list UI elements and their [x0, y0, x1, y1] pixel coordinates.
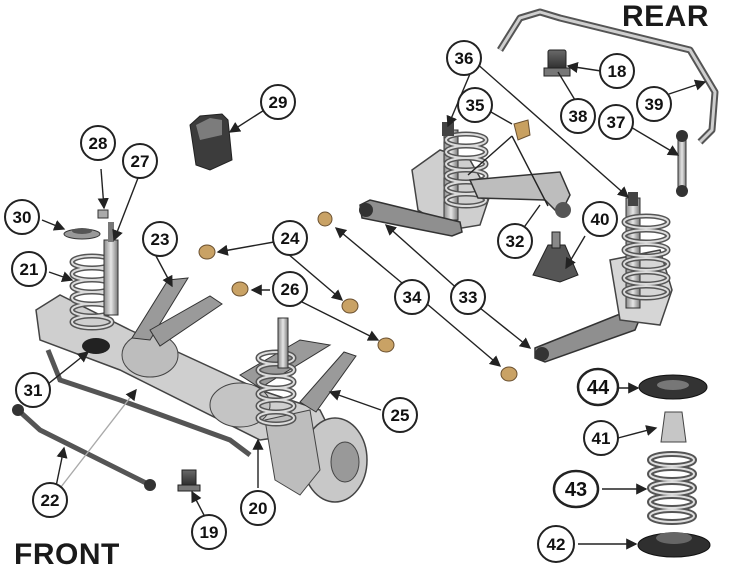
rear-sway-bar-link	[676, 130, 688, 197]
callout-27: 27	[122, 143, 158, 179]
bushing-34b	[500, 366, 518, 382]
svg-text:21: 21	[20, 260, 39, 279]
svg-text:42: 42	[547, 535, 566, 554]
callout-21: 21	[11, 251, 47, 287]
callout-19: 19	[191, 514, 227, 550]
front-track-bar	[12, 404, 156, 491]
callout-30: 30	[4, 199, 40, 235]
front-coil-spring-right	[255, 317, 297, 427]
svg-text:32: 32	[506, 232, 525, 251]
callout-41: 41	[583, 420, 619, 456]
upper-spring-isolator	[638, 374, 708, 400]
svg-text:35: 35	[466, 96, 485, 115]
front-knuckle-right	[264, 409, 321, 496]
callout-36: 36	[446, 40, 482, 76]
svg-text:24: 24	[281, 229, 300, 248]
front-upper-control-arm	[131, 277, 223, 347]
callout-37: 37	[598, 104, 634, 140]
front-rotor	[302, 417, 368, 503]
callout-28: 28	[80, 125, 116, 161]
svg-text:29: 29	[269, 93, 288, 112]
svg-text:38: 38	[569, 107, 588, 126]
lower-spring-isolator	[637, 532, 711, 558]
front-shock-left	[103, 222, 119, 316]
rear-lower-control-arm-left	[359, 199, 463, 237]
svg-text:26: 26	[281, 280, 300, 299]
callout-40: 40	[582, 201, 618, 237]
callout-35: 35	[457, 87, 493, 123]
front-sway-bar-bushing	[177, 469, 201, 492]
svg-text:39: 39	[645, 95, 664, 114]
svg-text:43: 43	[565, 479, 587, 501]
svg-text:44: 44	[587, 377, 610, 399]
rear-sway-bar	[497, 8, 719, 145]
svg-text:33: 33	[459, 288, 478, 307]
rear-sway-bar-bushing	[543, 49, 571, 77]
front-spring-seat	[82, 338, 110, 354]
spring-isolator-front	[63, 228, 101, 240]
callout-25: 25	[382, 397, 418, 433]
rear-bump-stop-mount	[532, 231, 579, 283]
svg-text:19: 19	[200, 523, 219, 542]
svg-text:22: 22	[41, 491, 60, 510]
callout-31: 31	[15, 372, 51, 408]
callout-44: 44	[576, 367, 620, 407]
callout-39: 39	[636, 86, 672, 122]
svg-text:36: 36	[455, 49, 474, 68]
svg-text:28: 28	[89, 134, 108, 153]
bump-stop-pad	[189, 113, 233, 171]
bushing-26b	[377, 337, 395, 353]
front-sway-bar	[45, 349, 252, 457]
callout-33: 33	[450, 279, 486, 315]
callout-32: 32	[497, 223, 533, 259]
callout-34: 34	[394, 279, 430, 315]
callout-22: 22	[32, 482, 68, 518]
callout-29: 29	[260, 84, 296, 120]
bushing-24a	[198, 244, 216, 260]
front-heading: FRONT	[14, 538, 120, 571]
callout-23: 23	[142, 221, 178, 257]
callout-42: 42	[537, 525, 575, 563]
callout-18: 18	[599, 53, 635, 89]
svg-text:41: 41	[592, 429, 611, 448]
rear-shock-top-left	[442, 122, 454, 136]
callout-20: 20	[240, 490, 276, 526]
svg-text:40: 40	[591, 210, 610, 229]
rear-coil-spring-right	[621, 192, 671, 309]
callout-26: 26	[272, 271, 308, 307]
rear-heading: REAR	[622, 0, 710, 33]
jounce-bumper	[660, 411, 687, 443]
svg-text:31: 31	[24, 381, 43, 400]
bushing-26a	[231, 281, 249, 297]
svg-text:27: 27	[131, 152, 150, 171]
svg-text:18: 18	[608, 62, 627, 81]
callout-38: 38	[560, 98, 596, 134]
bushing-24b	[341, 298, 359, 314]
bushing-34a	[317, 211, 333, 227]
coil-spring-kit	[647, 451, 697, 525]
svg-text:30: 30	[13, 208, 32, 227]
svg-text:25: 25	[391, 406, 410, 425]
rear-upper-control-arm	[468, 171, 571, 218]
svg-text:37: 37	[607, 113, 626, 132]
svg-text:20: 20	[249, 499, 268, 518]
svg-text:34: 34	[403, 288, 422, 307]
rear-control-arm-bushing	[513, 119, 531, 141]
shock-bushing-front	[97, 209, 109, 219]
callout-43: 43	[552, 469, 600, 509]
callout-24: 24	[272, 220, 308, 256]
svg-text:23: 23	[151, 230, 170, 249]
